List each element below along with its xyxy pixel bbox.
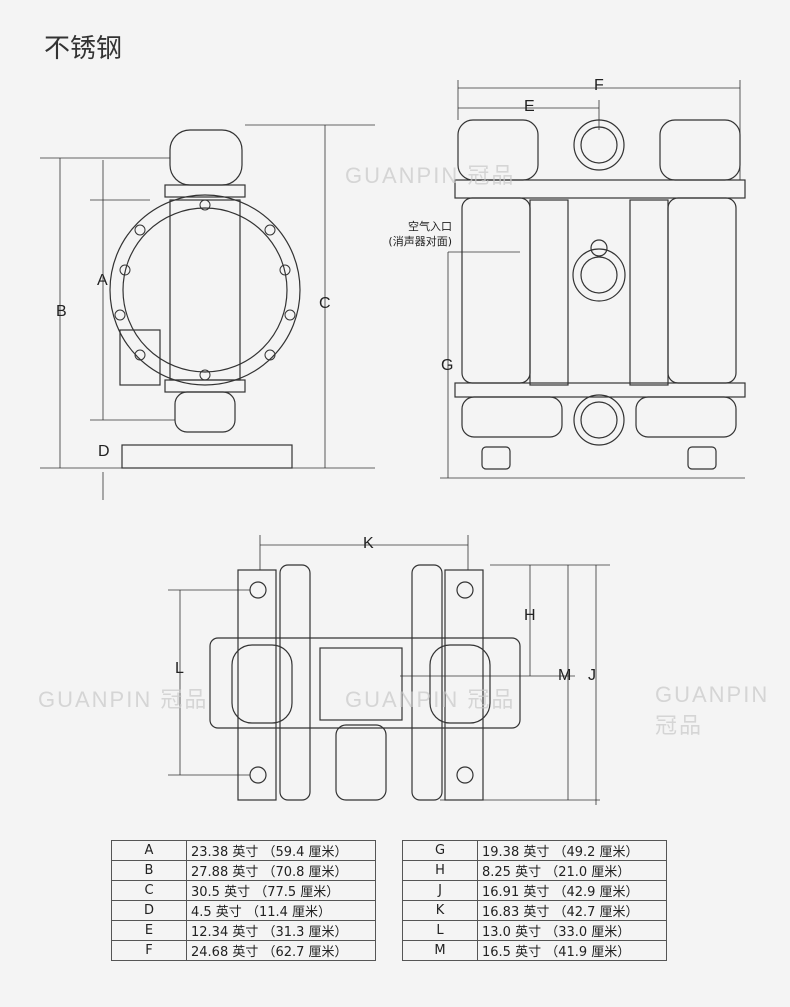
dimension-key: M [402, 940, 478, 961]
dimension-value: 16.91 英寸 （42.9 厘米） [477, 880, 667, 901]
dim-label-b: B [56, 303, 67, 320]
dimension-key: G [402, 840, 478, 861]
side-view-drawing [40, 124, 375, 500]
air-inlet-label: 空气入口 [408, 220, 452, 233]
dimension-value: 8.25 英寸 （21.0 厘米） [477, 860, 667, 881]
dimension-value: 27.88 英寸 （70.8 厘米） [186, 860, 376, 881]
air-inlet-note: 空气入口 (消声器对面) [380, 219, 452, 249]
dim-label-h: H [524, 607, 536, 624]
dimension-value: 19.38 英寸 （49.2 厘米） [477, 840, 667, 861]
page-title: 不锈钢 [44, 34, 123, 64]
dimension-value: 4.5 英寸 （11.4 厘米） [186, 900, 376, 921]
dimension-key: J [402, 880, 478, 901]
dimension-key: B [111, 860, 187, 881]
front-view-drawing [440, 80, 746, 479]
dim-label-c: C [319, 295, 331, 312]
dim-label-k: K [363, 535, 374, 552]
dim-label-g: G [441, 357, 454, 374]
dimension-key: A [111, 840, 187, 861]
watermark: GUANPIN 冠品 [345, 687, 516, 712]
dim-label-e: E [524, 98, 535, 115]
dim-label-a: A [97, 272, 108, 289]
dim-label-m: M [558, 667, 572, 684]
dimension-value: 16.83 英寸 （42.7 厘米） [477, 900, 667, 921]
dimension-key: E [111, 920, 187, 941]
dim-label-j: J [588, 667, 596, 684]
watermark: GUANPIN 冠品 [345, 163, 516, 188]
dimension-value: 24.68 英寸 （62.7 厘米） [186, 940, 376, 961]
top-view-drawing [168, 535, 610, 805]
dimension-key: F [111, 940, 187, 961]
dimension-key: K [402, 900, 478, 921]
dimension-key: L [402, 920, 478, 941]
dimension-key: D [111, 900, 187, 921]
dimension-value: 16.5 英寸 （41.9 厘米） [477, 940, 667, 961]
watermark: GUANPIN 冠品 [655, 682, 770, 738]
dimension-key: C [111, 880, 187, 901]
dimension-value: 12.34 英寸 （31.3 厘米） [186, 920, 376, 941]
dim-label-f: F [594, 77, 604, 94]
watermark: GUANPIN 冠品 [38, 687, 209, 712]
dimension-value: 30.5 英寸 （77.5 厘米） [186, 880, 376, 901]
dim-label-d: D [98, 443, 110, 460]
dimension-value: 23.38 英寸 （59.4 厘米） [186, 840, 376, 861]
dim-label-l: L [175, 660, 184, 677]
dimension-key: H [402, 860, 478, 881]
dimension-value: 13.0 英寸 （33.0 厘米） [477, 920, 667, 941]
air-inlet-sublabel: (消声器对面) [388, 235, 452, 248]
